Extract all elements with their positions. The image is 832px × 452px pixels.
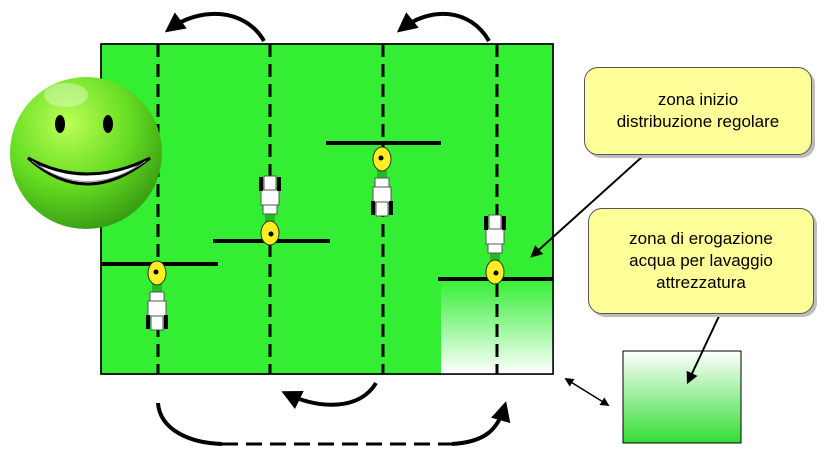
curved-arrow-icon (451, 401, 511, 446)
callout-wash-line-1: zona di erogazione (629, 229, 773, 248)
curved-arrow-icon (396, 11, 491, 43)
callout-start-line-2: distribuzione regolare (616, 112, 780, 131)
curved-arrow-icon (281, 381, 378, 409)
smiley-face-icon (10, 77, 162, 229)
callout-wash-zone: zona di erogazione acqua per lavaggio at… (588, 208, 814, 314)
pointer-wash-zone (686, 313, 721, 385)
wash-box (622, 350, 742, 444)
turn-arrows (156, 11, 511, 446)
callout-wash-line-3: attrezzatura (656, 273, 746, 292)
curved-arrow-icon (164, 11, 266, 43)
pointer-start-zone (530, 155, 644, 258)
curved-arrow-icon (156, 402, 223, 446)
callout-start-zone: zona inizio distribuzione regolare (584, 67, 812, 155)
callout-wash-line-2: acqua per lavaggio (629, 251, 773, 270)
double-arrow-icon (564, 378, 610, 406)
callout-start-line-1: zona inizio (657, 90, 739, 109)
